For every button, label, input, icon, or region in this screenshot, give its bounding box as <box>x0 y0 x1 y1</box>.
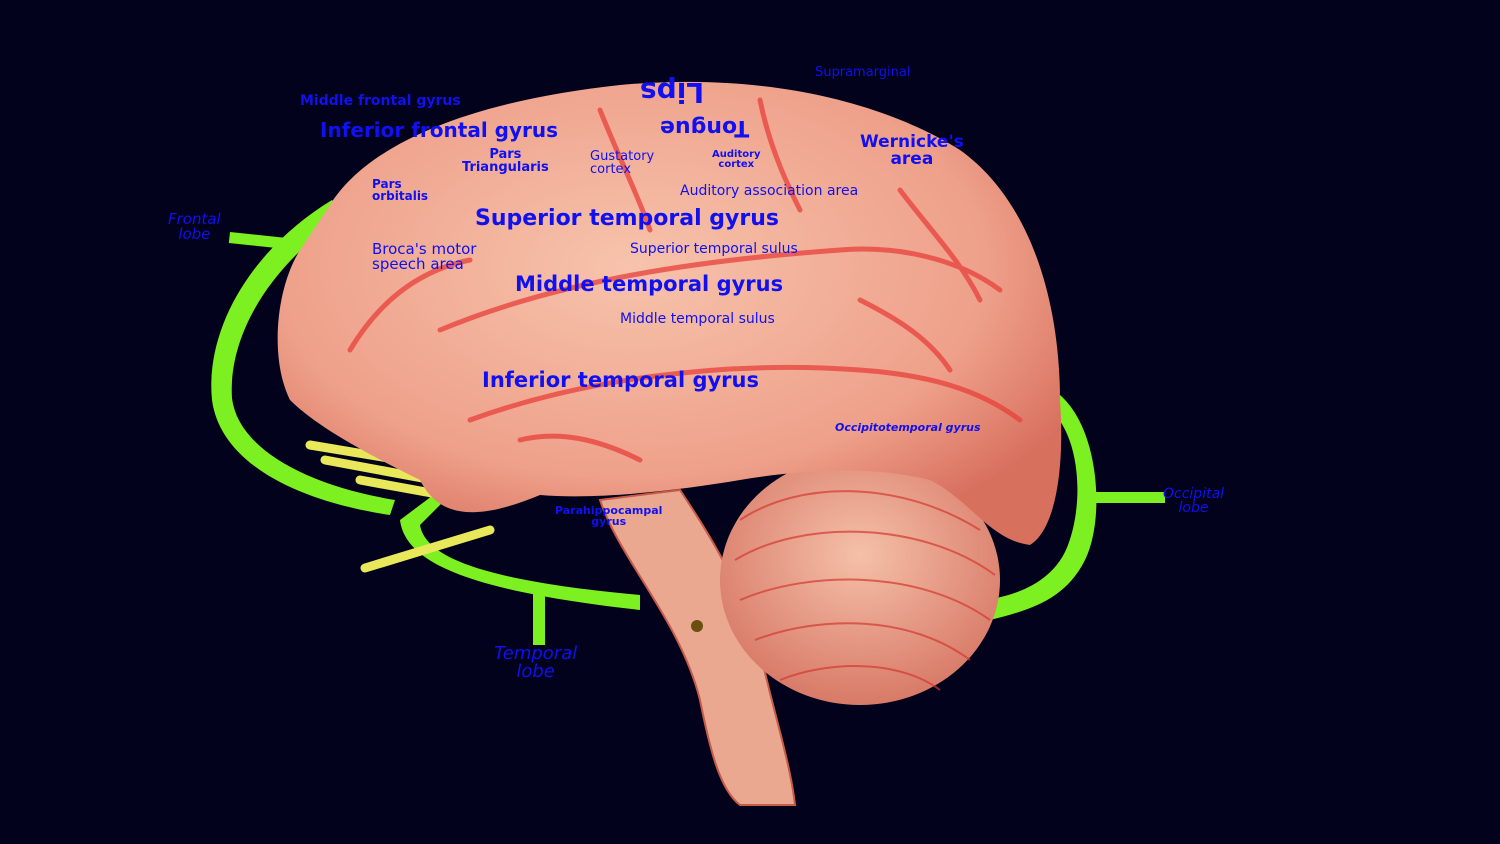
brocas-area-label: Broca's motor speech area <box>372 240 477 273</box>
frontal-lobe-pointer <box>228 232 285 249</box>
wernickes-area-label: Wernicke's area <box>860 132 964 169</box>
temporal-lobe-label: Temporal lobe <box>494 643 578 682</box>
occipital-lobe-bracket <box>985 395 1097 620</box>
cerebellum-folia <box>734 490 996 691</box>
occipital-lobe-label: Occipital lobe <box>1163 486 1225 516</box>
pars-orbitalis-label: Pars orbitalis <box>372 177 429 203</box>
middle-temporal-sulus-label: Middle temporal sulus <box>620 311 775 327</box>
pars-triangularis-label: Pars Triangularis <box>462 147 549 175</box>
superior-temporal-sulus-label: Superior temporal sulus <box>630 241 798 257</box>
temporal-lobe-pointer <box>533 590 545 645</box>
sulci <box>347 97 1023 463</box>
frontal-lobe-label: Frontal lobe <box>168 210 221 243</box>
gustatory-cortex-label: Gustatory cortex <box>590 149 655 177</box>
specimen-marker <box>691 620 703 632</box>
auditory-association-area-label: Auditory association area <box>680 183 859 199</box>
lobe-brackets <box>211 200 1165 645</box>
auditory-cortex-label: Auditory cortex <box>712 149 761 170</box>
temporal-lobe-bracket <box>400 490 640 610</box>
middle-frontal-gyrus-label: Middle frontal gyrus <box>300 93 461 109</box>
tongue-label: Tongue <box>660 115 750 140</box>
cerebrum <box>277 81 1062 546</box>
parahippocampal-gyrus-label: Parahippocampal gyrus <box>555 504 663 528</box>
inferior-temporal-gyrus-label: Inferior temporal gyrus <box>482 368 759 392</box>
superior-temporal-gyrus-label: Superior temporal gyrus <box>475 206 780 231</box>
middle-temporal-gyrus-label: Middle temporal gyrus <box>515 272 784 296</box>
occipital-lobe-pointer <box>1085 492 1165 503</box>
supramarginal-label: Supramarginal <box>815 65 911 80</box>
inferior-frontal-gyrus-label: Inferior frontal gyrus <box>320 118 559 142</box>
frontal-lobe-bracket <box>211 200 395 515</box>
lips-label: Lips <box>640 76 705 109</box>
occipitotemporal-gyrus-label: Occipitotemporal gyrus <box>835 421 981 434</box>
